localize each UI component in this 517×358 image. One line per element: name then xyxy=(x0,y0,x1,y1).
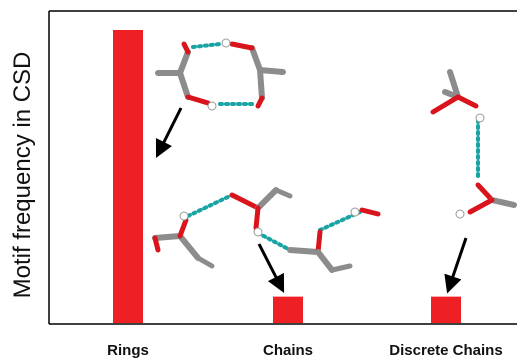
bar-discrete-chains xyxy=(431,296,461,323)
ring-motif-arrow xyxy=(155,107,183,159)
bar-rings xyxy=(113,30,143,323)
category-label-chains: Chains xyxy=(263,342,313,358)
y-axis-label: Motif frequency in CSD xyxy=(9,52,36,299)
discrete-chain-motif-arrow xyxy=(444,237,468,294)
bar-chains xyxy=(273,296,303,323)
chain-motif-illustration xyxy=(152,187,381,294)
chain-motif-arrow xyxy=(257,243,285,294)
category-label-discrete-chains: Discrete Chains xyxy=(389,342,502,358)
bars-group xyxy=(113,30,461,323)
ring-motif-illustration xyxy=(155,38,286,159)
discrete-chain-motif-illustration xyxy=(430,69,517,294)
category-label-rings: Rings xyxy=(107,342,149,358)
